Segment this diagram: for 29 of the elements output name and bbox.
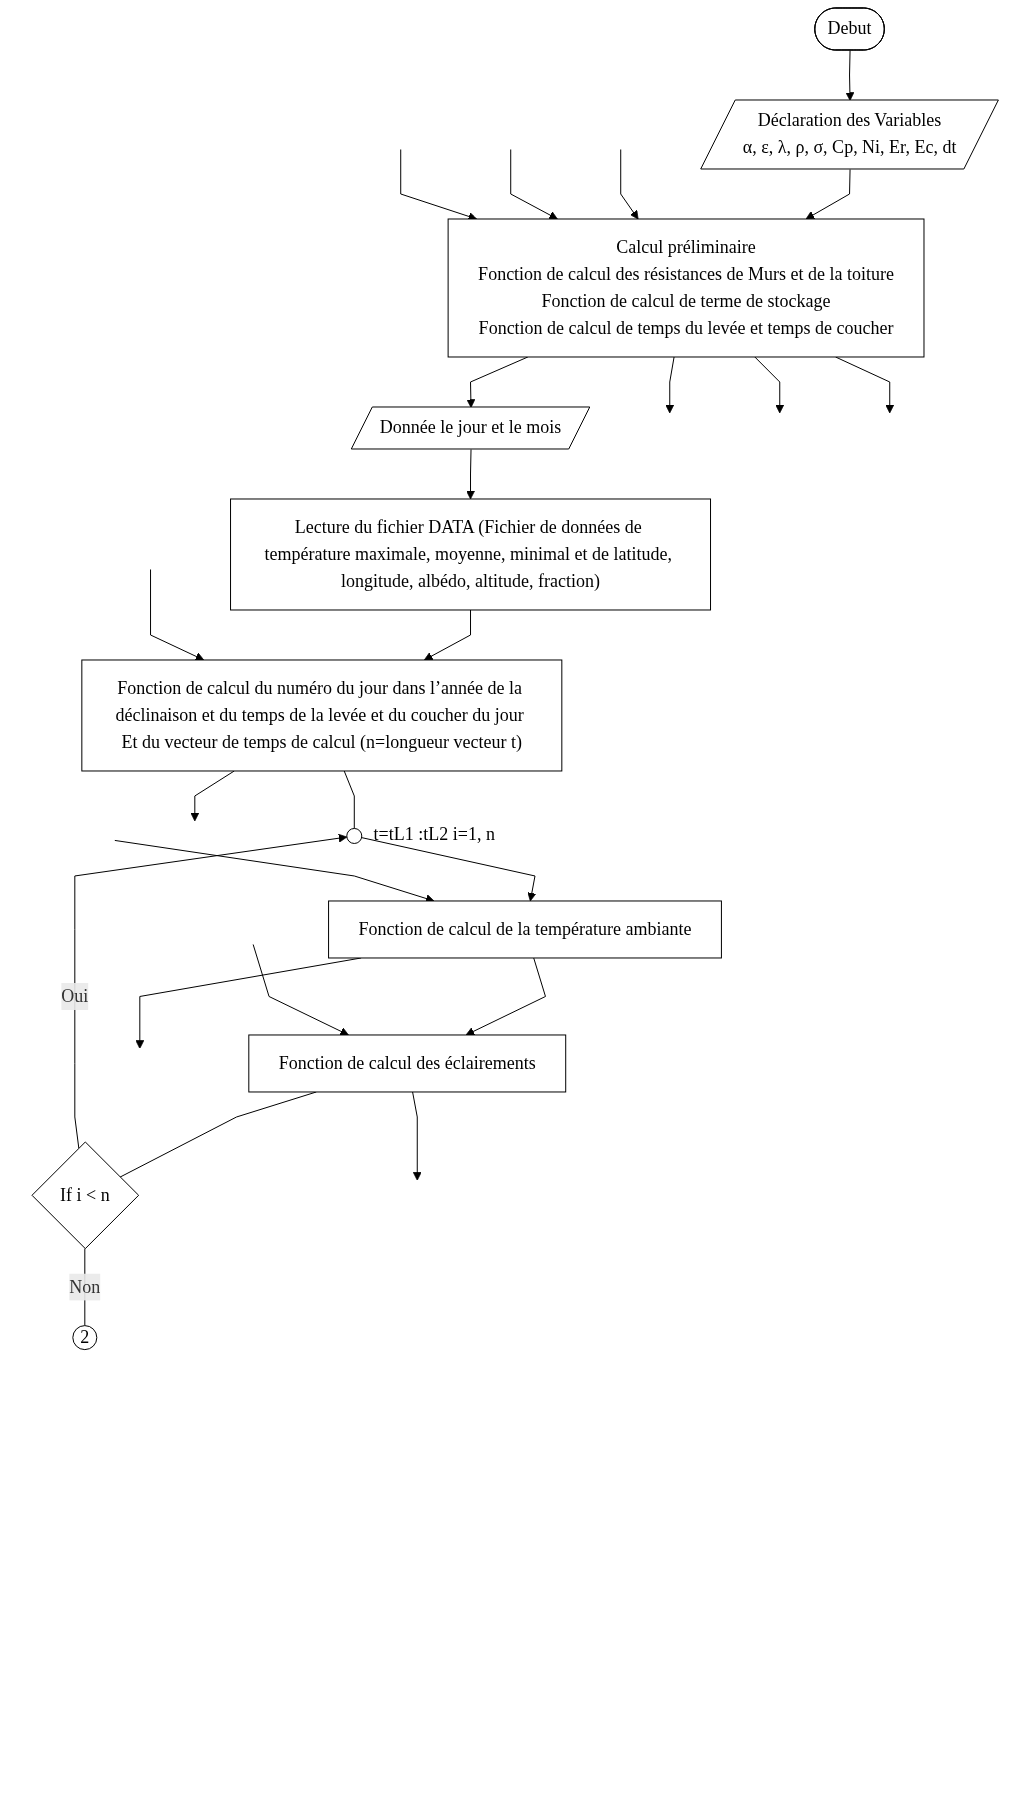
arrow — [423, 609, 471, 661]
node-box: Fonction de calcul du numéro du jour dans l’année de la déclinaison et du temps de la levée et du coucher du jour Et du vecteur de temps de calcul (n=longueur vecteur t) — [81, 659, 563, 772]
arrow — [510, 149, 558, 220]
arrow — [360, 837, 536, 902]
loop-range-text: t=tL1 :tL2 i=1, n — [373, 823, 495, 845]
node-box: Lecture du fichier DATA (Fichier de données de température maximale, moyenne, minimal et de latitude, longitude, albédo, altitude, fraction) — [229, 498, 711, 611]
arrow — [466, 356, 529, 408]
arrow — [465, 957, 546, 1036]
arrow — [252, 944, 349, 1036]
arrow — [190, 770, 235, 822]
node-circle — [346, 828, 363, 844]
node-diamond: If i < n — [31, 1141, 139, 1250]
arrow — [465, 449, 475, 500]
arrow — [149, 569, 204, 661]
arrow — [845, 50, 855, 101]
connector — [343, 770, 355, 829]
arrow — [74, 833, 348, 1149]
connector — [119, 1091, 317, 1178]
node-box: Fonction de calcul des éclairements — [248, 1034, 566, 1093]
edge-label: Non — [69, 1276, 101, 1297]
node-circle: 2 — [72, 1325, 98, 1351]
arrow — [805, 169, 851, 220]
arrow — [754, 356, 784, 414]
edge-label: Oui — [61, 985, 89, 1006]
arrow — [620, 149, 639, 220]
node-box: Fonction de calcul de la température ambiante — [327, 900, 722, 959]
arrow — [411, 1091, 422, 1181]
node-box: Calcul préliminaire Fonction de calcul des résistances de Murs et de la toiture Fonction de calcul de terme de stockage Fonction de calcul de temps du levée et temps de coucher — [447, 218, 925, 358]
arrow — [665, 356, 675, 414]
